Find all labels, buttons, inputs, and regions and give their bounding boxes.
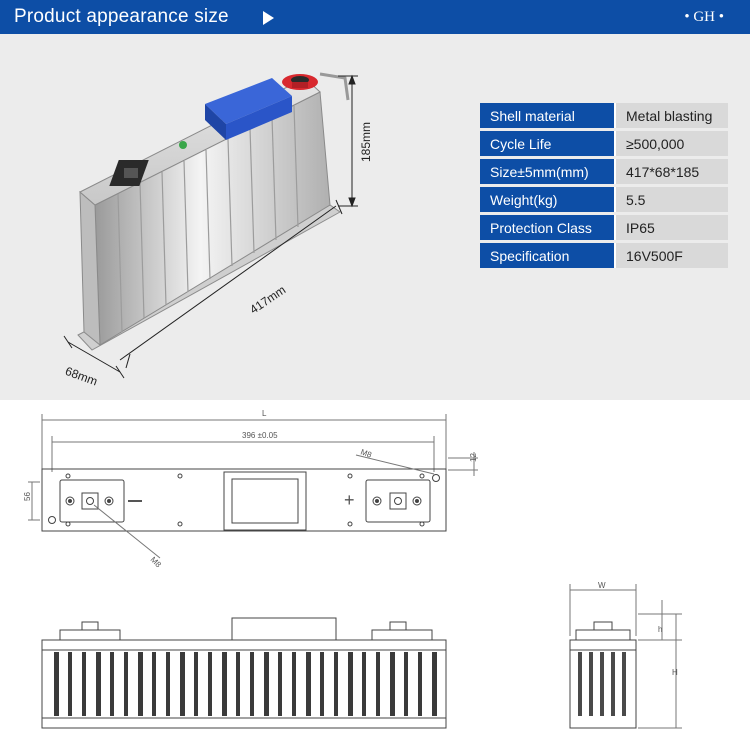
positive-terminal bbox=[282, 74, 318, 90]
section-header: Product appearance size • GH • bbox=[0, 0, 750, 34]
spec-value: 417*68*185 bbox=[616, 159, 728, 184]
side-dimension-lines bbox=[28, 452, 478, 521]
top-view-plate bbox=[41, 468, 447, 532]
section-title: Product appearance size bbox=[14, 6, 229, 27]
drawing-canvas: L 396 ±0.05 + M8 M8 bbox=[23, 409, 682, 729]
spec-value: ≥500,000 bbox=[616, 131, 728, 156]
heat-sink-fins bbox=[117, 105, 299, 333]
dim-inner-length: 396 ±0.05 bbox=[242, 431, 278, 440]
side-view-fins bbox=[578, 652, 626, 716]
width-dimension bbox=[63, 335, 125, 379]
brand-mark: • GH • bbox=[684, 9, 724, 25]
side-view bbox=[569, 584, 682, 729]
product-illustration: 185mm 417mm 68mm bbox=[63, 72, 373, 389]
front-view bbox=[41, 617, 447, 729]
dim-12: 12 bbox=[469, 453, 478, 462]
spec-value: 16V500F bbox=[616, 243, 728, 268]
height-dimension bbox=[338, 74, 358, 208]
technical-drawing: L 396 ±0.05 + M8 M8 bbox=[0, 400, 750, 747]
dim-W: W bbox=[598, 581, 606, 590]
dim-h: h bbox=[658, 625, 662, 634]
spec-value: Metal blasting bbox=[616, 103, 728, 128]
spec-row: Size±5mm(mm)417*68*185 bbox=[480, 159, 728, 184]
play-arrow-icon bbox=[263, 11, 274, 25]
length-label: 417mm bbox=[247, 283, 288, 317]
negative-terminal bbox=[109, 160, 149, 186]
m8-top: M8 bbox=[359, 447, 373, 459]
spec-key: Shell material bbox=[480, 103, 616, 128]
spec-key: Weight(kg) bbox=[480, 187, 616, 212]
dim-H: H bbox=[672, 668, 678, 677]
spec-row: Cycle Life≥500,000 bbox=[480, 131, 728, 156]
height-label: 185mm bbox=[359, 122, 373, 162]
blue-cover bbox=[205, 78, 292, 140]
front-view-fins bbox=[54, 652, 437, 716]
spec-key: Protection Class bbox=[480, 215, 616, 240]
dim-L: L bbox=[262, 409, 267, 418]
spec-value: 5.5 bbox=[616, 187, 728, 212]
logo-icon bbox=[179, 141, 187, 149]
width-label: 68mm bbox=[63, 364, 99, 389]
top-dimension-lines bbox=[41, 414, 447, 472]
spec-value: IP65 bbox=[616, 215, 728, 240]
m8-bottom: M8 bbox=[149, 555, 164, 570]
dim-56: 56 bbox=[23, 492, 32, 501]
spec-key: Specification bbox=[480, 243, 616, 268]
drawing-plus: + bbox=[344, 490, 355, 510]
length-dimension bbox=[119, 199, 343, 369]
spec-key: Size±5mm(mm) bbox=[480, 159, 616, 184]
spec-key: Cycle Life bbox=[480, 131, 616, 156]
spec-row: Weight(kg)5.5 bbox=[480, 187, 728, 212]
